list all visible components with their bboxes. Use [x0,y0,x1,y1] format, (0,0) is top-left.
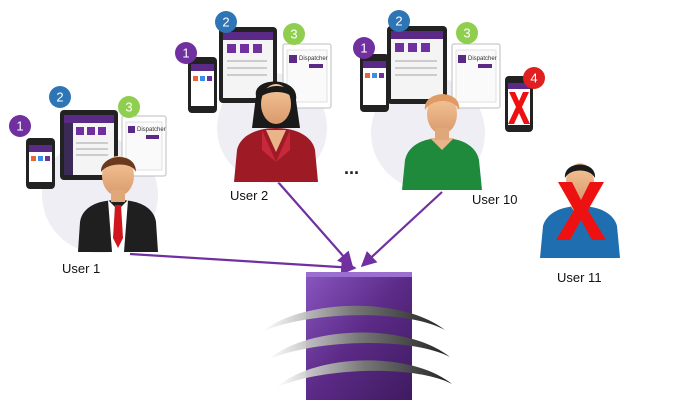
server-icon [262,272,452,400]
device-brand-text: Dispatcher [299,56,328,62]
user-2-group: Dispatcher 1 2 3 User 2 [175,11,332,203]
svg-text:1: 1 [16,119,23,134]
person-icon [234,81,318,182]
x-mark-icon [556,182,606,240]
user-2-label: User 2 [230,188,268,203]
device-brand-text: Dispatcher [137,127,166,133]
svg-text:3: 3 [290,27,297,42]
badge-1: 1 [9,115,31,137]
svg-text:2: 2 [222,15,229,30]
badge-1: 1 [353,37,375,59]
phone-icon [26,138,55,189]
svg-text:3: 3 [463,26,470,41]
svg-text:1: 1 [360,41,367,56]
user-10-label: User 10 [472,192,518,207]
svg-text:3: 3 [125,100,132,115]
arrows [129,181,443,275]
ereader-icon: Dispatcher [451,43,501,109]
arrow-user2-to-server [277,181,354,268]
x-mark-icon [508,92,530,124]
badge-2: 2 [215,11,237,33]
blocked-phone-icon [505,76,533,132]
svg-text:2: 2 [56,90,63,105]
badge-3: 3 [283,23,305,45]
badge-4: 4 [523,67,545,89]
badge-3: 3 [456,22,478,44]
person-icon [402,94,482,190]
svg-text:1: 1 [182,46,189,61]
user-1-label: User 1 [62,261,100,276]
user-10-group: Dispatcher 1 2 3 4 [353,10,545,207]
person-icon [78,156,158,252]
badge-3: 3 [118,96,140,118]
badge-2: 2 [388,10,410,32]
phone-icon [360,54,389,112]
arrow-user10-to-server [360,191,443,268]
device-brand-text: Dispatcher [468,56,497,62]
badge-1: 1 [175,42,197,64]
svg-text:4: 4 [530,71,537,86]
badge-2: 2 [49,86,71,108]
tablet-icon [387,26,447,104]
user-11-group: User 11 [540,163,620,285]
phone-icon [188,57,217,113]
ereader-icon: Dispatcher [121,115,167,177]
arrow-user1-to-server [129,252,357,275]
user-11-label: User 11 [557,270,602,285]
user-1-group: Dispatcher 1 2 3 User 1 [9,86,167,276]
ellipsis-more-users: ... [344,158,359,178]
svg-text:2: 2 [395,14,402,29]
